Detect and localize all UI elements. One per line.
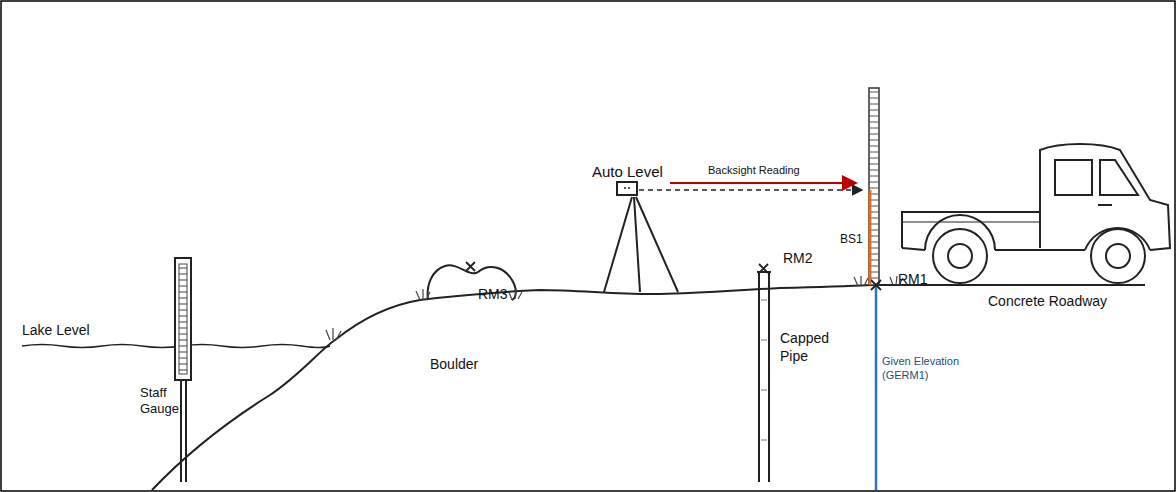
tick: [869, 170, 879, 171]
feature-label: Capped Pipe: [780, 330, 840, 365]
tick: [869, 122, 879, 123]
reading-label: Backsight Reading: [708, 164, 800, 178]
tick: [869, 164, 879, 165]
tick: [179, 358, 187, 359]
tick: [179, 274, 187, 275]
tick: [179, 370, 187, 371]
tick: [869, 140, 879, 141]
reference-mark-label: RM3: [478, 286, 508, 304]
tick: [179, 364, 187, 365]
feature-label: Staff Gauge: [140, 385, 180, 418]
tick: [179, 310, 187, 311]
tick: [179, 346, 187, 347]
feature-label: Boulder: [430, 356, 478, 374]
tick: [869, 110, 879, 111]
tick: [179, 316, 187, 317]
tick: [179, 340, 187, 341]
tick: [869, 116, 879, 117]
tick: [179, 334, 187, 335]
tick: [179, 280, 187, 281]
tick: [179, 298, 187, 299]
tick: [179, 322, 187, 323]
tripod: [604, 197, 678, 292]
tick: [869, 146, 879, 147]
tick: [869, 182, 879, 183]
reference-mark-label: RM2: [783, 250, 813, 268]
tick: [869, 152, 879, 153]
water-level-label: Lake Level: [22, 322, 90, 340]
elevation-label: Given Elevation (GERM1): [882, 355, 982, 383]
gauge-post: [181, 380, 186, 482]
tick: [869, 176, 879, 177]
tick: [179, 268, 187, 269]
instrument-label: Auto Level: [592, 163, 663, 182]
tick: [869, 98, 879, 99]
bs1-measure: [869, 190, 872, 285]
tick: [179, 292, 187, 293]
capped-pipe: [757, 272, 771, 482]
rod-reading-label: BS1: [840, 232, 863, 247]
tick: [869, 128, 879, 129]
tick: [179, 286, 187, 287]
surface-label: Concrete Roadway: [988, 293, 1107, 311]
tick: [179, 304, 187, 305]
tick: [869, 92, 879, 93]
line-of-sight: [639, 189, 862, 191]
tick: [869, 104, 879, 105]
tick: [869, 188, 879, 189]
ground-line: [152, 285, 870, 490]
staff-gauge: [175, 258, 191, 380]
tick: [869, 158, 879, 159]
level-rod: [869, 88, 879, 285]
given-elevation-line: [875, 285, 878, 490]
tick: [179, 328, 187, 329]
tick: [179, 352, 187, 353]
rm-marks: [466, 262, 881, 290]
reference-mark-label: RM1: [898, 271, 928, 289]
tick: [869, 134, 879, 135]
auto-level: [617, 182, 637, 195]
backsight-arrow: [670, 182, 856, 184]
pickup-truck: [902, 144, 1170, 283]
